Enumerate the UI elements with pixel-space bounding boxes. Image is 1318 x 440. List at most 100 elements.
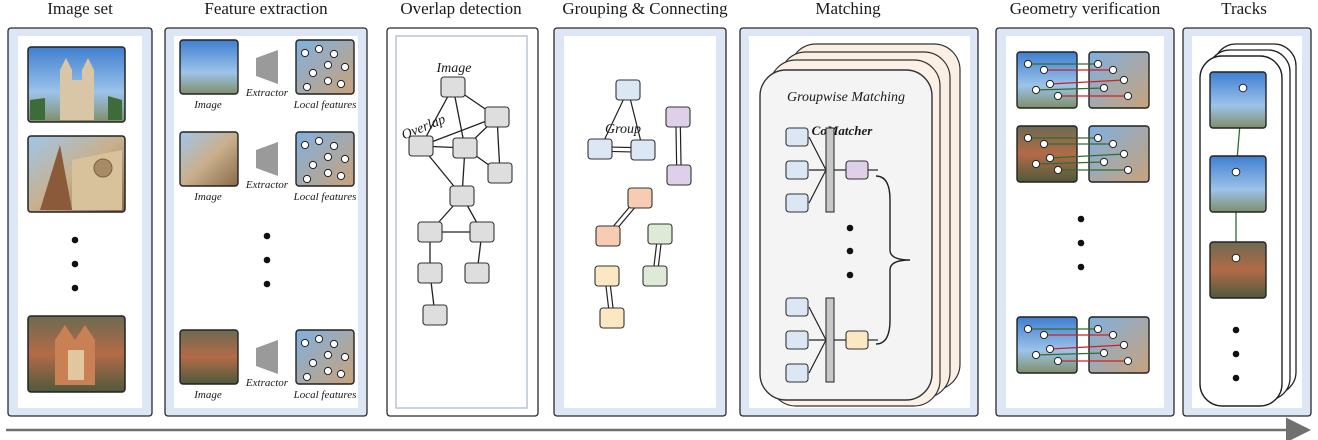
- extractor-icon: [256, 50, 278, 84]
- keypoint-marker: [1053, 91, 1063, 101]
- graph-node: [642, 265, 668, 287]
- keypoint-marker: [1093, 133, 1103, 143]
- keypoint-marker: [1023, 324, 1033, 334]
- extractor-label: Extractor: [245, 87, 289, 99]
- group-graph: [587, 79, 692, 329]
- keypoint-marker: [340, 62, 350, 72]
- keypoint-marker: [323, 60, 333, 70]
- keypoint-marker: [1108, 65, 1118, 75]
- keypoint-marker: [1053, 356, 1063, 366]
- keypoint-marker: [1039, 65, 1049, 75]
- keypoint-marker: [1123, 356, 1133, 366]
- keypoint-marker: [1045, 79, 1055, 89]
- comatcher-label: CoMatcher: [812, 123, 874, 138]
- keypoint-marker: [1108, 139, 1118, 149]
- keypoint-marker: [329, 339, 339, 349]
- graph-node: [615, 79, 641, 101]
- track-image: [1209, 155, 1267, 213]
- output-node: [845, 330, 869, 350]
- overlap-graph: [408, 76, 513, 326]
- input-edge: [808, 136, 827, 171]
- graph-node: [587, 138, 613, 160]
- keypoint-marker: [1119, 149, 1129, 159]
- header-matching: Matching: [815, 0, 881, 18]
- track-card-front: [1199, 55, 1283, 407]
- comatcher-block: [785, 127, 878, 213]
- extractor-label: Extractor: [245, 179, 289, 191]
- keypoint-marker: [302, 82, 312, 92]
- input-edge: [808, 339, 827, 374]
- input-node: [785, 193, 809, 213]
- ellipsis-dots: [1232, 326, 1240, 382]
- keypoint-marker: [1119, 340, 1129, 350]
- pair-image-left: [1016, 125, 1078, 183]
- keypoint-marker: [308, 68, 318, 78]
- panel-image-set: [7, 27, 153, 417]
- match-line: [1049, 344, 1125, 350]
- output-node: [845, 160, 869, 180]
- graph-node: [665, 106, 691, 128]
- keypoint-marker: [302, 372, 312, 382]
- local-features-label: Local features: [293, 99, 357, 111]
- keypoint-marker: [1023, 133, 1033, 143]
- local-features-label: Local features: [293, 191, 357, 203]
- keypoint-marker: [300, 140, 310, 150]
- graph-node: [449, 185, 475, 207]
- input-edge: [808, 306, 827, 341]
- photo-cathedral-front: [27, 46, 126, 123]
- graph-node: [422, 304, 448, 326]
- thumbnail-image: [179, 39, 239, 95]
- graph-node: [417, 221, 443, 243]
- extractor-icon: [256, 142, 278, 176]
- graph-node: [594, 265, 620, 287]
- match-line: [1049, 79, 1125, 85]
- keypoint-marker: [1045, 344, 1055, 354]
- matcher-bar: [825, 127, 835, 213]
- pair-image-left: [1016, 51, 1078, 109]
- thumbnail-image: [179, 131, 239, 187]
- panel-grouping: Group: [553, 27, 727, 417]
- graph-node: [469, 221, 495, 243]
- keypoint-marker: [1099, 157, 1109, 167]
- keypoint-marker: [1023, 59, 1033, 69]
- keypoint-marker: [314, 44, 324, 54]
- ellipsis-dots: [263, 232, 271, 288]
- keypoint-marker: [336, 369, 346, 379]
- graph-node: [647, 223, 673, 245]
- keypoint-marker: [300, 338, 310, 348]
- keypoint-marker: [308, 160, 318, 170]
- panel-matching: Groupwise Matching CoMatcher: [739, 27, 979, 417]
- input-edge: [808, 169, 827, 204]
- keypoint-marker: [300, 48, 310, 58]
- ellipsis-dots: [71, 236, 79, 292]
- keypoint-marker: [340, 352, 350, 362]
- photo-cathedral-aerial: [27, 315, 126, 393]
- brace: [875, 175, 911, 345]
- keypoint-marker: [329, 141, 339, 151]
- match-line: [1035, 161, 1105, 165]
- panel-tracks: [1182, 27, 1312, 417]
- ellipsis-dots: [846, 224, 854, 279]
- keypoint-marker: [314, 334, 324, 344]
- graph-node: [487, 162, 513, 184]
- image-label: Image: [193, 389, 222, 401]
- graph-node: [599, 307, 625, 329]
- keypoint-marker: [323, 350, 333, 360]
- track-image: [1209, 241, 1267, 299]
- header-image-set: Image set: [47, 0, 113, 18]
- graph-node: [464, 262, 490, 284]
- graph-edge: [420, 116, 498, 147]
- image-label: Image: [193, 99, 222, 111]
- input-node: [785, 127, 809, 147]
- extractor-label: Extractor: [245, 377, 289, 389]
- keypoint-marker: [323, 152, 333, 162]
- ellipsis-dots: [1077, 215, 1085, 271]
- keypoint-marker: [1053, 165, 1063, 175]
- keypoint-marker: [308, 358, 318, 368]
- graph-node: [595, 225, 621, 247]
- keypoint-marker: [302, 174, 312, 184]
- graph-node: [484, 106, 510, 128]
- panel-geometry-verification: [995, 27, 1175, 417]
